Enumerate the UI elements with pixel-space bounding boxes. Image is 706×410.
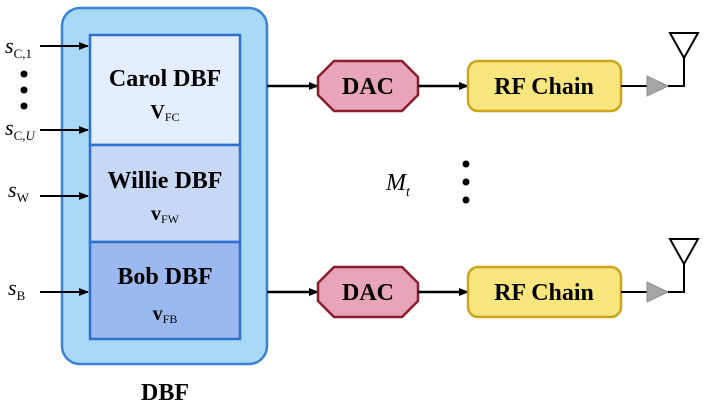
- willie-dbf-label: Willie DBF: [108, 168, 223, 194]
- num-antennas-label: Mt: [385, 170, 411, 200]
- input-s-cu-label: sC,U: [5, 115, 36, 143]
- willie-precoder-label: vFW: [151, 203, 180, 226]
- antenna-icon-top: [668, 32, 700, 61]
- dac-label-bottom: DAC: [342, 280, 394, 306]
- dbf-caption: DBF: [141, 380, 189, 406]
- input-ellipsis-dot-3: [20, 102, 28, 110]
- bob-precoder-sub: FB: [163, 312, 178, 326]
- rf-ellipsis-dot-2: [462, 178, 470, 186]
- amplifier-icon-top: [646, 75, 670, 97]
- input-s-c1-label: sC,1: [5, 33, 32, 61]
- bob-precoder-main: v: [153, 303, 163, 325]
- dac-block-top: [316, 59, 420, 113]
- input-s-w-label: sW: [8, 177, 30, 205]
- rf-chain-label-bottom: RF Chain: [494, 280, 594, 306]
- bob-dbf-box: [88, 240, 242, 341]
- willie-precoder-sub: FW: [161, 212, 180, 226]
- rf-ellipsis-dot-1: [462, 160, 470, 168]
- dac-block-bottom: [316, 265, 420, 319]
- bob-dbf-label: Bob DBF: [117, 264, 212, 290]
- rf-chain-label-top: RF Chain: [494, 74, 594, 100]
- rf-ellipsis-dot-3: [462, 196, 470, 204]
- antenna-feed-bottom: [668, 264, 685, 293]
- input-ellipsis-dot-1: [20, 70, 28, 78]
- carol-dbf-box: [88, 33, 242, 147]
- input-ellipsis-dot-2: [20, 86, 28, 94]
- antenna-icon-bottom: [668, 238, 700, 267]
- carol-dbf-label: Carol DBF: [109, 66, 221, 92]
- willie-dbf-box: [88, 143, 242, 244]
- bob-precoder-label: vFB: [153, 303, 178, 326]
- amplifier-icon-bottom: [646, 281, 670, 303]
- carol-precoder-sub: FC: [165, 110, 180, 124]
- carol-precoder-main: V: [150, 101, 165, 123]
- carol-precoder-label: VFC: [150, 101, 179, 124]
- antenna-feed-top: [668, 58, 685, 87]
- willie-precoder-main: v: [151, 203, 161, 225]
- dac-label-top: DAC: [342, 74, 394, 100]
- input-s-b-label: sB: [8, 275, 26, 303]
